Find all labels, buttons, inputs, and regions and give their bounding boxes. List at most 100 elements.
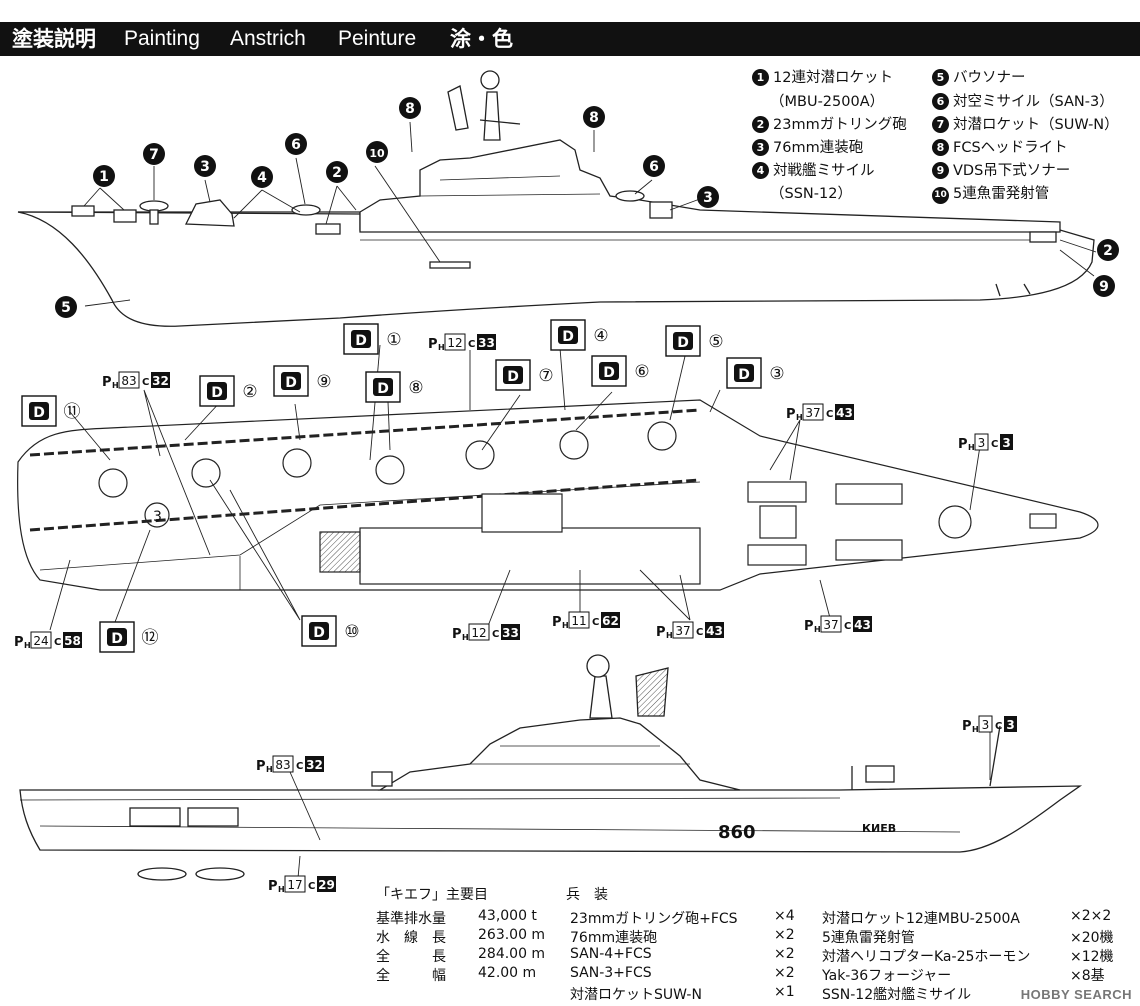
svg-text:C: C	[696, 627, 703, 638]
svg-text:⑥: ⑥	[634, 362, 649, 382]
svg-text:③: ③	[769, 364, 784, 384]
svg-text:11: 11	[571, 614, 586, 628]
svg-text:7: 7	[149, 147, 159, 163]
svg-text:④: ④	[593, 326, 608, 346]
svg-text:37: 37	[805, 406, 820, 420]
arm-qty: ×2	[774, 927, 795, 943]
svg-text:43: 43	[836, 406, 853, 420]
callout-number: 2	[326, 161, 348, 183]
armament-title: 兵 装	[566, 887, 608, 903]
svg-text:H: H	[968, 443, 975, 452]
svg-text:H: H	[112, 381, 119, 390]
arm-name: 対潜ロケット12連MBU-2500A	[822, 911, 1021, 927]
svg-text:5: 5	[61, 300, 71, 316]
svg-text:29: 29	[318, 878, 335, 892]
svg-text:⑤: ⑤	[708, 332, 723, 352]
deck-plan: 3	[17, 399, 1099, 591]
callout-number: 3	[194, 155, 216, 177]
svg-text:58: 58	[64, 634, 81, 648]
dim-label: 全 長	[376, 949, 446, 965]
svg-text:3: 3	[703, 190, 713, 206]
svg-text:24: 24	[33, 634, 48, 648]
svg-text:⑨: ⑨	[316, 372, 331, 392]
dim-label: 水 線 長	[376, 930, 446, 946]
svg-text:C: C	[995, 721, 1002, 732]
svg-text:3: 3	[1002, 436, 1010, 450]
svg-text:2: 2	[1103, 243, 1113, 259]
callout-number: 2	[1097, 239, 1119, 261]
svg-text:62: 62	[602, 614, 619, 628]
svg-text:C: C	[991, 439, 998, 450]
svg-text:D: D	[677, 335, 689, 351]
ship-name-plate: КИЕВ	[862, 822, 896, 835]
arm-qty: ×4	[774, 908, 795, 924]
arm-name: 23mmガトリング砲+FCS	[570, 911, 738, 927]
svg-text:②: ②	[242, 382, 257, 402]
svg-text:H: H	[266, 765, 273, 774]
svg-text:D: D	[377, 381, 389, 397]
svg-text:D: D	[738, 367, 750, 383]
svg-text:P: P	[958, 437, 968, 452]
title-fr: Peinture	[338, 27, 417, 50]
svg-text:D: D	[507, 369, 519, 385]
header-bar: 塗装説明 Painting Anstrich Peinture 涂・色	[0, 22, 1140, 56]
title-ja: 塗装説明	[12, 27, 96, 51]
spec-title: 「キエフ」主要目	[376, 887, 488, 903]
svg-text:3: 3	[1006, 718, 1014, 732]
callout-number: 3	[697, 186, 719, 208]
hull-number: 860	[718, 822, 756, 843]
arm-qty: ×20機	[1070, 930, 1114, 946]
leader-lines	[49, 121, 1097, 879]
dim-label: 基準排水量	[376, 911, 446, 927]
watermark: HOBBY SEARCH	[1020, 987, 1132, 1002]
side-profile-upper	[17, 70, 1095, 327]
title-cn: 涂・色	[450, 27, 513, 51]
svg-text:43: 43	[854, 618, 871, 632]
svg-text:32: 32	[152, 374, 169, 388]
dim-value: 284.00 m	[478, 946, 546, 962]
callout-number: 10	[366, 141, 388, 163]
arm-name: 対潜ロケットSUW-N	[570, 987, 702, 1003]
arm-qty: ×2	[774, 946, 795, 962]
svg-text:33: 33	[502, 626, 519, 640]
callout-number: 6	[285, 133, 307, 155]
svg-text:C: C	[54, 637, 61, 648]
svg-text:3: 3	[982, 718, 990, 732]
callout-number: 9	[1093, 275, 1115, 297]
svg-text:H: H	[562, 621, 569, 630]
dim-value: 263.00 m	[478, 927, 546, 943]
svg-text:H: H	[278, 885, 285, 894]
svg-text:6: 6	[649, 159, 659, 175]
svg-text:37: 37	[675, 624, 690, 638]
svg-text:37: 37	[823, 618, 838, 632]
legend-item: （MBU-2500A）	[770, 94, 885, 110]
svg-text:C: C	[492, 629, 499, 640]
svg-text:P: P	[786, 407, 796, 422]
arm-qty: ×12機	[1070, 949, 1114, 965]
svg-text:83: 83	[121, 374, 136, 388]
arm-name: SAN-4+FCS	[570, 946, 652, 962]
svg-text:D: D	[355, 333, 367, 349]
